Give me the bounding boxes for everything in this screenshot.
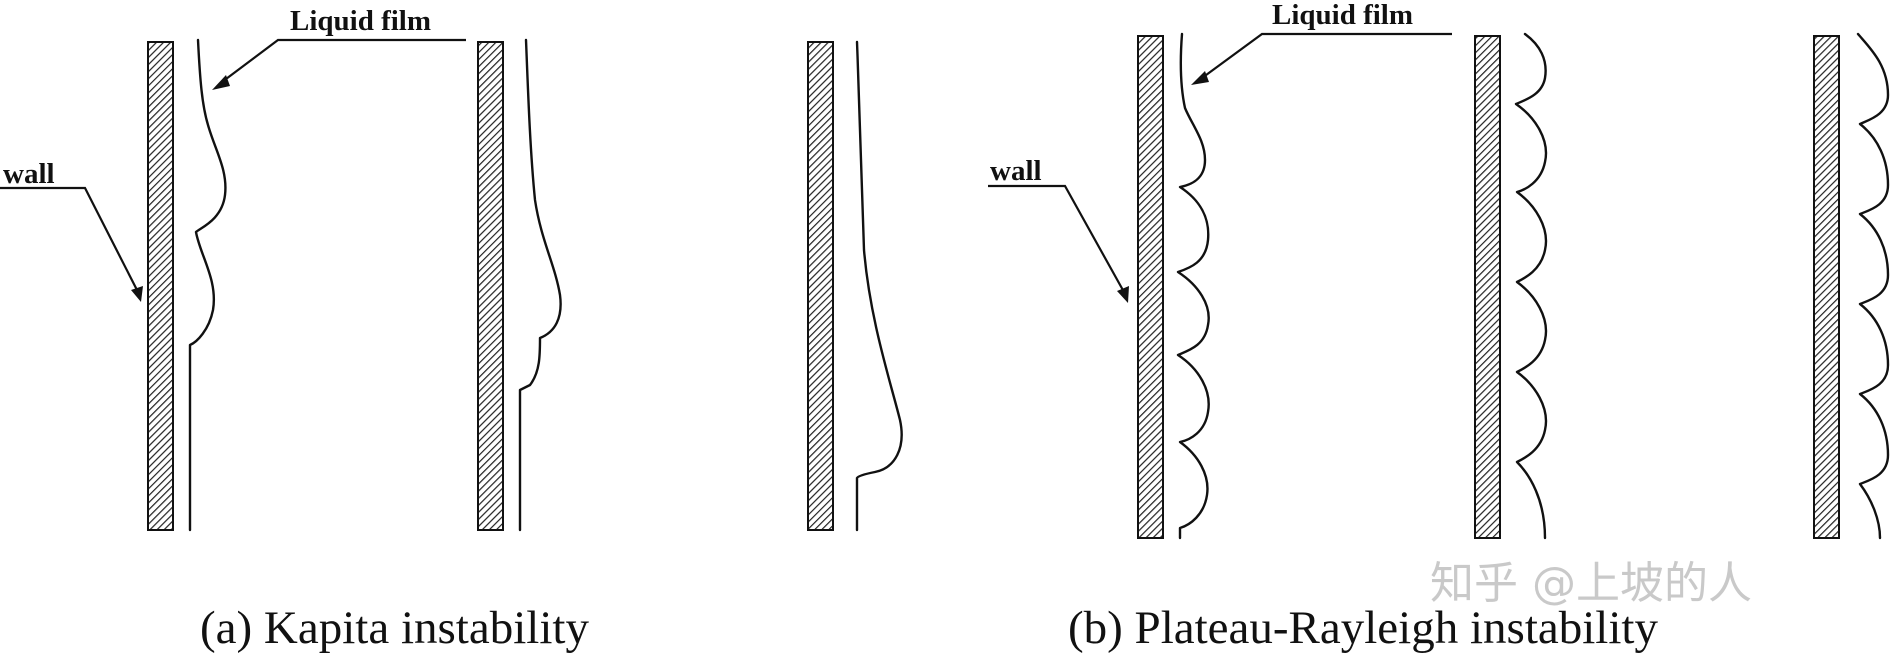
label-wall-b: wall [990, 155, 1042, 187]
wall-b1 [1137, 35, 1164, 539]
label-liquid-film-b: Liquid film [1272, 0, 1413, 31]
liquid-film-a3 [855, 40, 903, 532]
leader-liquid-film-b [1201, 32, 1452, 79]
panel-b: Liquid film wall [988, 0, 1890, 540]
arrowhead-wall-a [131, 286, 143, 302]
label-liquid-film-a: Liquid film [290, 5, 431, 37]
wall-a1 [147, 41, 174, 531]
caption-a: (a) Kapita instability [200, 602, 589, 654]
leader-wall-a [0, 186, 139, 293]
liquid-film-b2 [1514, 32, 1548, 540]
watermark: 知乎 @上坡的人 [1430, 558, 1752, 609]
liquid-film-b3 [1856, 32, 1890, 540]
label-wall-a: wall [3, 158, 55, 190]
wall-a3 [807, 41, 834, 531]
wall-a2 [477, 41, 504, 531]
liquid-film-a2 [518, 38, 562, 532]
liquid-film-a1 [188, 38, 227, 532]
arrowhead-wall-b [1117, 286, 1129, 303]
arrowhead-liquid-film-a [212, 75, 230, 90]
leader-liquid-film-a [221, 38, 466, 83]
wall-b3 [1813, 35, 1840, 539]
panel-a: Liquid film wall [0, 5, 903, 532]
wall-b2 [1474, 35, 1501, 539]
arrowhead-liquid-film-b [1191, 71, 1209, 85]
caption-b: (b) Plateau-Rayleigh instability [1068, 602, 1658, 654]
liquid-film-b1 [1176, 32, 1210, 540]
leader-wall-b [988, 184, 1125, 293]
